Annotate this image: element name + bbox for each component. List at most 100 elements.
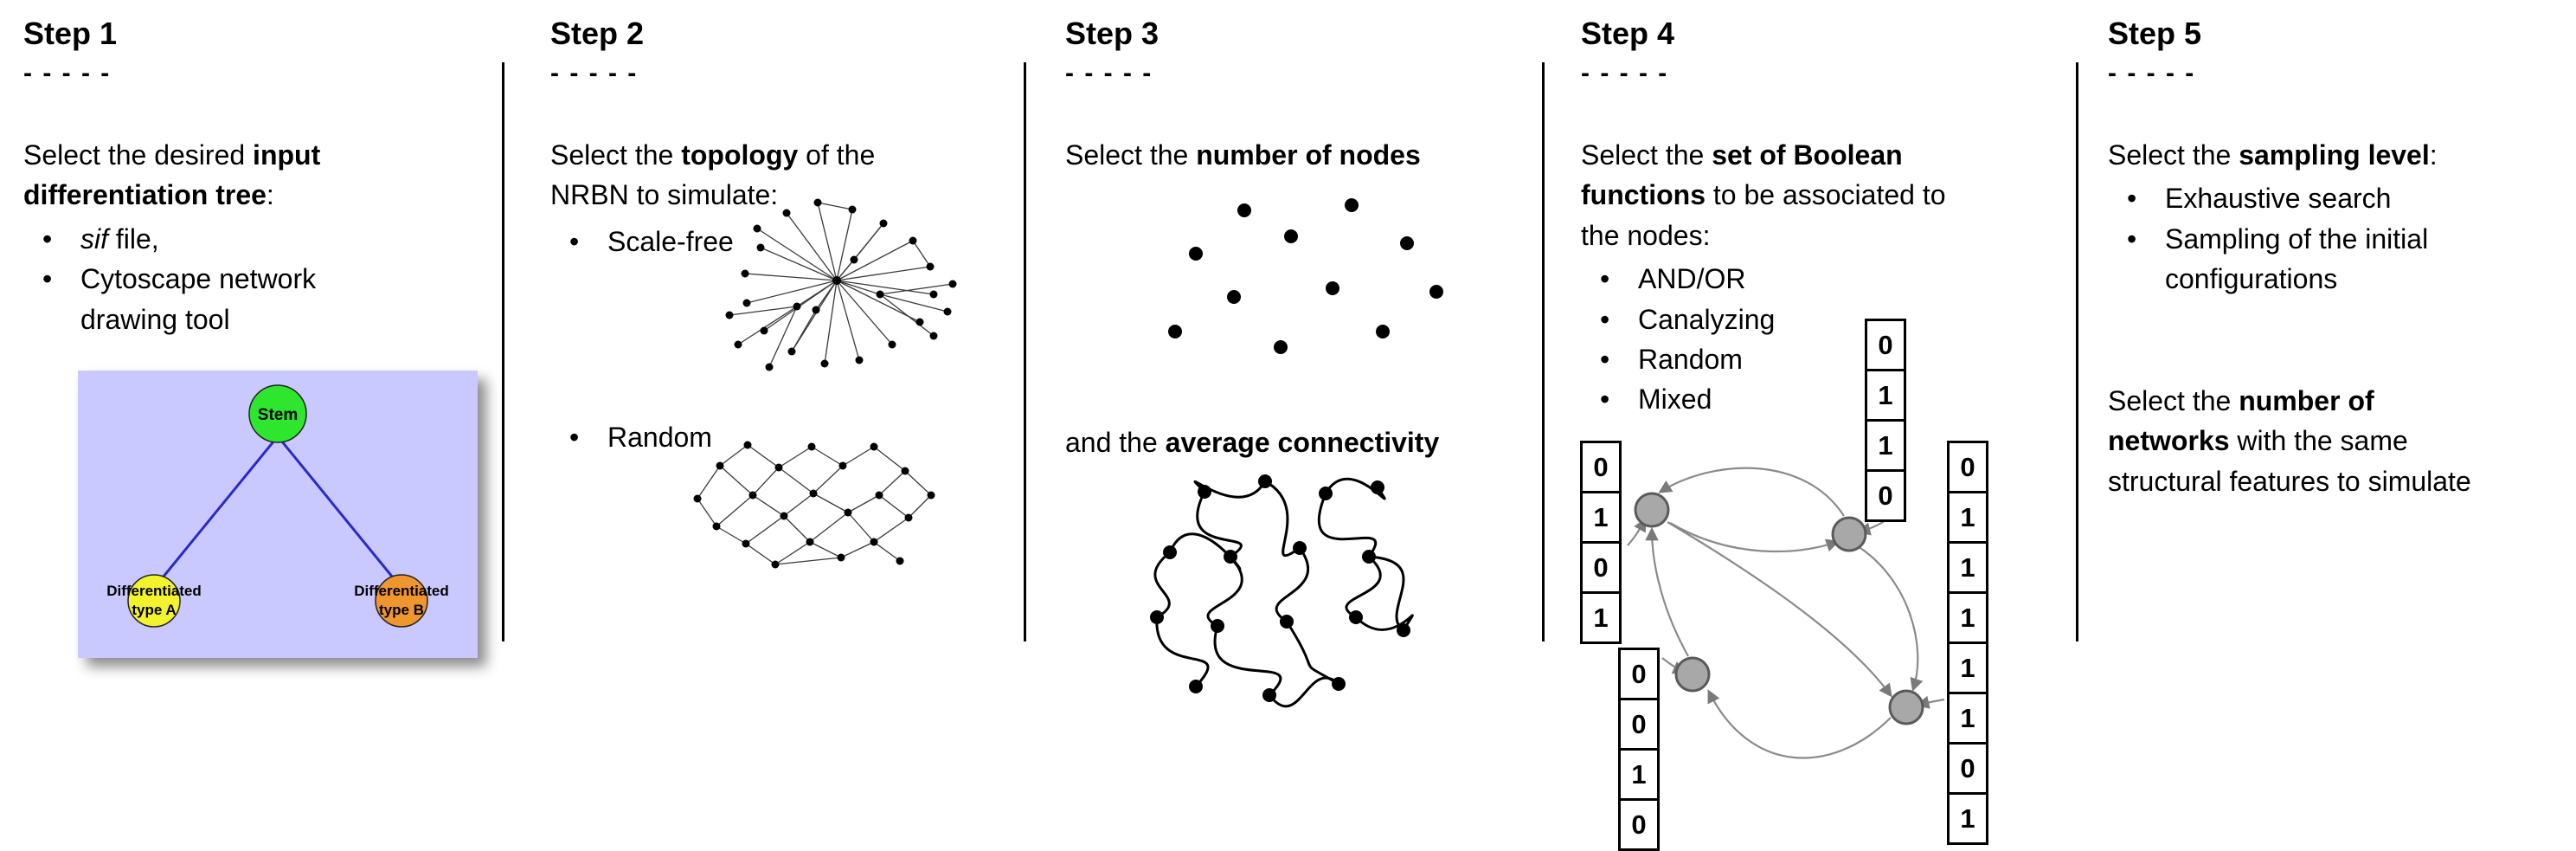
step-2-column: Step 2 - - - - - Select the topology of … (504, 0, 1024, 851)
differentiation-tree-image: Stem Differentiated type A Differentiate… (78, 371, 478, 658)
random-network-graphic (693, 441, 935, 569)
step-2-intro: Select the topology of the NRBN to simul… (550, 135, 931, 216)
bullet-sampling-initial-configurations: •Sampling of the initial configurations (2108, 219, 2515, 300)
step-3-line2-pre: and the (1065, 427, 1166, 458)
bullet-glyph: • (42, 222, 53, 255)
truth-table-cell: 0 (1865, 319, 1906, 371)
step-3-line1-pre: Select the (1065, 139, 1197, 171)
tree-edge-a (157, 435, 279, 583)
connectivity-tangle-graphic (1150, 474, 1414, 708)
step-1-bullet-list: • sif file, • Cytoscape network drawing to… (23, 219, 395, 339)
step-3-line1: Select the number of nodes (1065, 135, 1542, 175)
column-divider-2 (1024, 62, 1026, 641)
step-3-line2-bold: average connectivity (1165, 427, 1440, 458)
bullet-glyph: • (1600, 263, 1610, 295)
step-5-intro-post: : (2429, 139, 2438, 171)
tree-edge-b (276, 435, 398, 583)
stem-label: Stem (258, 406, 298, 424)
column-divider-3 (1542, 62, 1545, 641)
step-5-title: Step 5 (2108, 16, 2202, 51)
step-1-title: Step 1 (23, 16, 118, 51)
step-5-intro: Select the sampling level: (2108, 135, 2541, 175)
step-4-title: Step 4 (1581, 16, 1675, 51)
column-divider-4 (2076, 62, 2078, 641)
step-4-dashes: - - - - - (1581, 59, 1669, 87)
step-5-column: Step 5 - - - - - Select the sampling lev… (2078, 0, 2576, 851)
step-1-intro-bold: input differentiation tree (23, 139, 321, 211)
cytoscape-label: Cytoscape network drawing tool (80, 263, 317, 335)
step-2-intro-post: of the NRBN to simulate: (550, 139, 876, 211)
scale-free-network-graphic (725, 198, 957, 371)
step-4-intro: Select the set of Boolean functions to b… (1581, 135, 1970, 255)
step-4-bullet-list: • AND/OR • Canalyzing •Random • Mixed (1581, 259, 1875, 420)
step-1-intro: Select the desired input differentiation… (23, 135, 421, 216)
mixed-label: Mixed (1638, 384, 1712, 416)
bullet-glyph: • (42, 263, 53, 295)
truth-table-right: 0 1 1 1 1 1 0 1 (1947, 441, 1988, 845)
step-4-intro-bold: set of Boolean functions (1581, 139, 1903, 211)
column-divider-1 (502, 62, 504, 641)
and-or-label: AND/OR (1638, 263, 1746, 295)
canalyzing-label: Canalyzing (1638, 303, 1776, 335)
truth-table-cell: 1 (1947, 692, 1988, 745)
step-5-networks-paragraph: Select the number of networks with the s… (2108, 381, 2480, 501)
step-5-intro-bold: sampling level (2239, 139, 2430, 171)
step-2-intro-pre: Select the (550, 139, 682, 171)
truth-table-bottom-left: 0 0 1 0 (1618, 648, 1660, 851)
step-3-line1-bold: number of nodes (1196, 139, 1421, 171)
truth-table-cell: 1 (1947, 641, 1988, 694)
truth-table-cell: 0 (1580, 441, 1622, 493)
bullet-glyph: • (569, 422, 580, 453)
bullet-glyph: • (1600, 303, 1610, 335)
sampling-configurations-label: Sampling of the initial configurations (2165, 222, 2429, 295)
bullet-glyph: • (1600, 384, 1610, 416)
type-a-label-line2: type A (132, 602, 176, 618)
step-1-intro-pre: Select the desired (23, 139, 254, 171)
truth-table-cell: 1 (1580, 591, 1622, 644)
bullet-sif-file: • sif file, (23, 219, 395, 259)
step-1-column: Step 1 - - - - - Select the desired inpu… (0, 0, 502, 851)
step-5-para2-bold: number of networks (2108, 385, 2374, 457)
type-b-label-line2: type B (379, 602, 424, 618)
type-a-node (127, 574, 181, 628)
bullet-random-topology: • Random (550, 417, 712, 457)
truth-table-cell: 0 (1618, 698, 1660, 751)
bullet-glyph: • (1600, 343, 1610, 375)
step-1-dashes: - - - - - (23, 59, 112, 87)
type-b-node (375, 574, 428, 628)
step-3-column: Step 3 - - - - - Select the number of no… (1026, 0, 1542, 851)
step-3-title: Step 3 (1065, 16, 1160, 51)
network-node-a (1634, 492, 1670, 528)
truth-table-cell: 1 (1947, 491, 1988, 544)
truth-table-cell: 1 (1947, 792, 1988, 845)
scale-free-label: Scale-free (607, 226, 734, 257)
truth-table-cell: 1 (1580, 491, 1622, 544)
step-4-intro-pre: Select the (1581, 139, 1712, 171)
sif-italic: sif (80, 222, 108, 255)
truth-table-cell: 0 (1947, 742, 1988, 795)
truth-table-cell: 0 (1865, 469, 1906, 522)
truth-table-cell: 1 (1947, 591, 1988, 644)
step-5-bullet-list: • Exhaustive search •Sampling of the init… (2108, 178, 2515, 299)
boolean-network-graphic (1627, 467, 1945, 759)
network-node-c (1674, 656, 1711, 693)
step-3-line2: and the average connectivity (1065, 422, 1439, 462)
bullet-random-functions: •Random (1581, 339, 1875, 379)
bullet-canalyzing: • Canalyzing (1581, 300, 1875, 339)
network-node-d (1888, 689, 1924, 725)
random-topology-label: Random (607, 422, 712, 453)
step-5-para2-post: with the same structural features to sim… (2108, 425, 2471, 497)
bullet-scale-free: • Scale-free (550, 222, 734, 261)
exhaustive-search-label: Exhaustive search (2165, 183, 2392, 215)
step-1-intro-post: : (266, 179, 274, 211)
bullet-glyph: • (569, 226, 580, 257)
type-b-label-line1: Differentiated (354, 583, 449, 599)
sif-rest: file, (108, 222, 159, 255)
network-node-b (1831, 516, 1867, 552)
truth-table-cell: 0 (1618, 798, 1660, 851)
step-4-column: Step 4 - - - - - Select the set of Boole… (1545, 0, 2076, 851)
truth-table-left: 0 1 0 1 (1580, 441, 1622, 644)
bullet-glyph: • (2127, 183, 2137, 215)
step-4-intro-post: to be associated to the nodes: (1581, 179, 1946, 251)
